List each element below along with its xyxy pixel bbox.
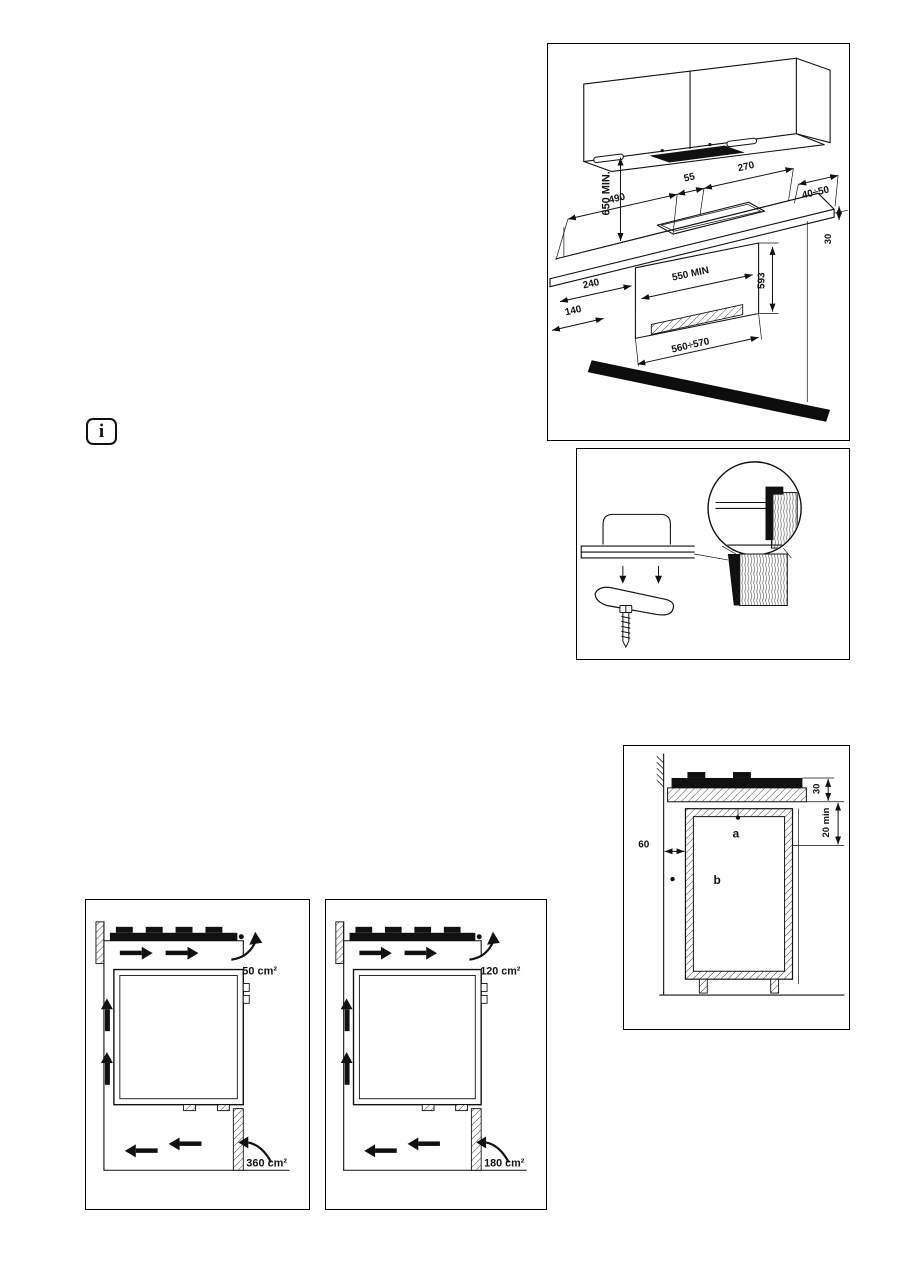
label-a: a	[733, 808, 741, 840]
oven-box	[113, 968, 250, 1112]
bottom-vent-label: 180 cm²	[484, 1157, 525, 1169]
dim-593-label: 593	[757, 272, 768, 289]
dim-55-label: 55	[683, 171, 697, 184]
ventilation-figure-1: 50 cm² 360 cm²	[85, 899, 310, 1210]
dim-593: 593	[757, 242, 779, 314]
plinth	[470, 1108, 482, 1171]
top-vent-arrow	[231, 931, 263, 961]
ventilation-figure-2: 120 cm² 180 cm²	[325, 899, 547, 1210]
airflow-arrows	[100, 946, 202, 1158]
bottom-vent-arrow	[476, 1136, 510, 1163]
fixing-bracket	[594, 586, 675, 616]
dim-650-min-label: 650 MIN.	[601, 171, 613, 215]
worktop-corner	[727, 553, 788, 607]
label-b: b	[670, 873, 721, 887]
dim-40-50-label: 40÷50	[801, 184, 831, 201]
fixing-bracket-drawing	[580, 461, 802, 649]
airflow-arrows	[340, 946, 440, 1158]
dim-550-min: 550 MIN	[641, 265, 753, 300]
fixing-screw	[619, 605, 633, 649]
hob-edge-side-view	[580, 513, 728, 561]
dim-20-min: 20 min	[792, 802, 845, 846]
dim-60: 60	[638, 839, 685, 855]
info-icon: i	[86, 418, 117, 445]
door-handle-left	[593, 153, 624, 164]
wall-and-floor	[95, 921, 290, 1171]
dim-140-label: 140	[564, 304, 583, 319]
oven-box	[352, 968, 488, 1112]
base-cabinet-niche	[634, 221, 808, 402]
oven-cavity	[659, 808, 845, 996]
cutout-dimension-chain: 490 55 270 40÷50	[555, 160, 839, 260]
worktop-section	[667, 787, 807, 803]
hob-silhouette	[109, 926, 244, 941]
dim-30-label: 30	[810, 784, 821, 794]
ventilation-drawing-1: 50 cm² 360 cm²	[95, 921, 290, 1171]
installation-dimensions-drawing: 650 MIN.	[549, 57, 849, 422]
ventilation-drawing-2: 120 cm² 180 cm²	[335, 921, 527, 1171]
oven-section-figure: 30 20 min a b	[623, 745, 850, 1030]
dim-240-label: 240	[582, 277, 601, 292]
cabinet-recess-panel	[649, 145, 745, 163]
hob-silhouette	[349, 926, 482, 941]
dim-20-min-label: 20 min	[820, 807, 831, 837]
dim-60-label: 60	[638, 839, 650, 850]
dim-550-min-label: 550 MIN	[671, 265, 710, 284]
upper-cabinet	[583, 57, 831, 173]
fixing-bracket-figure	[576, 448, 850, 660]
wall	[656, 753, 665, 996]
bottom-vent-arrow	[238, 1136, 273, 1163]
hob-cutout-inner	[660, 203, 762, 232]
dim-490-label: 490	[608, 192, 627, 207]
label-a-text: a	[733, 826, 740, 840]
vent-slot	[650, 304, 744, 335]
dim-270-label: 270	[737, 160, 756, 175]
top-vent-label: 120 cm²	[480, 965, 521, 977]
oven-section-drawing: 30 20 min a b	[638, 753, 845, 996]
press-arrows	[619, 565, 662, 584]
installation-dimensions-figure: 650 MIN.	[547, 43, 850, 441]
plinth	[232, 1108, 244, 1171]
worktop	[549, 192, 849, 288]
top-vent-label: 50 cm²	[242, 966, 277, 978]
info-icon-glyph: i	[98, 420, 105, 442]
hob-cutout-outer	[656, 201, 766, 235]
dim-30: 30	[802, 777, 845, 803]
bottom-vent-label: 360 cm²	[246, 1157, 287, 1169]
label-b-text: b	[714, 873, 721, 887]
dim-240-140: 240 140	[551, 277, 632, 332]
hob-profile	[671, 772, 803, 788]
clamp-profile	[765, 486, 784, 541]
wall-and-floor	[335, 921, 527, 1171]
floor-bar	[587, 360, 831, 422]
door-handle-right	[726, 137, 757, 148]
dim-30-label: 30	[822, 234, 833, 244]
dim-worktop-thickness: 30	[822, 206, 843, 244]
top-vent-arrow	[469, 931, 500, 961]
